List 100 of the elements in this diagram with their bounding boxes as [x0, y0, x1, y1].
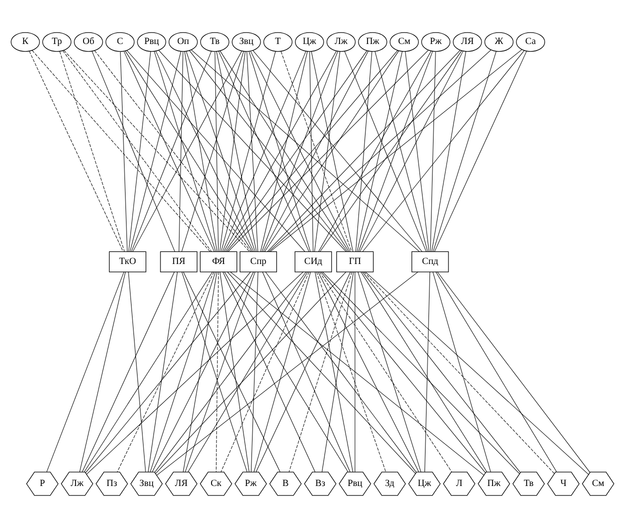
node-ellipse: Рж — [421, 32, 450, 52]
connector — [263, 50, 368, 252]
connector — [226, 50, 398, 252]
connector — [189, 50, 348, 252]
connector — [182, 51, 244, 252]
connector — [374, 51, 428, 252]
connector — [318, 50, 432, 252]
connector — [186, 51, 256, 252]
connector — [178, 52, 184, 252]
connector — [155, 272, 346, 474]
connector — [436, 272, 557, 472]
connector — [320, 50, 462, 252]
connector — [126, 50, 306, 252]
node-box: ПЯ — [160, 251, 198, 272]
connector — [230, 272, 484, 476]
node-ellipse: Т — [263, 32, 292, 52]
node-ellipse: Са — [516, 32, 546, 52]
connector — [309, 52, 314, 252]
connector — [216, 51, 257, 252]
connector — [424, 272, 430, 472]
node-ellipse: См — [390, 32, 419, 52]
connector — [311, 51, 354, 252]
node-ellipse: К — [10, 32, 40, 52]
connector — [360, 272, 488, 472]
connector — [120, 52, 128, 252]
connector — [32, 50, 210, 252]
node-ellipse: Лж — [326, 32, 356, 52]
connector — [130, 51, 182, 252]
connector — [64, 50, 250, 252]
connector — [362, 50, 524, 252]
connector — [434, 50, 527, 252]
connector — [220, 272, 250, 472]
node-box: СИд — [294, 251, 332, 272]
connector — [260, 51, 308, 252]
connector — [344, 50, 427, 252]
connector — [156, 50, 254, 252]
node-box: Спд — [412, 251, 449, 272]
connector — [214, 52, 219, 252]
connector — [128, 272, 146, 472]
node-ellipse: Цж — [294, 32, 324, 52]
connector — [248, 51, 311, 252]
connector — [432, 272, 491, 472]
connector — [432, 51, 466, 252]
connector — [430, 52, 436, 252]
connector — [117, 272, 214, 472]
connector — [152, 272, 254, 472]
connector — [220, 51, 246, 252]
connector — [319, 272, 452, 472]
node-box: ГП — [336, 251, 374, 272]
connector — [316, 272, 386, 472]
node-ellipse: Об — [74, 32, 103, 52]
connector — [356, 51, 402, 252]
connector — [250, 272, 258, 472]
connector — [85, 272, 251, 473]
connector — [86, 272, 304, 474]
connector — [92, 50, 176, 252]
node-ellipse: Рвц — [137, 32, 166, 52]
node-ellipse: Звц — [232, 32, 261, 52]
node-ellipse: Тр — [42, 32, 72, 52]
connector — [322, 272, 354, 472]
connector — [228, 50, 429, 252]
connector — [252, 50, 422, 252]
connector — [262, 51, 338, 252]
connector — [62, 50, 212, 252]
connector — [322, 272, 520, 474]
connector — [314, 272, 354, 472]
node-box: ФЯ — [200, 251, 238, 272]
node-ellipse: ЛЯ — [452, 32, 482, 52]
connector — [225, 50, 368, 252]
connector — [94, 50, 252, 252]
node-ellipse: С — [106, 32, 135, 52]
connector — [264, 50, 399, 252]
connector — [265, 272, 416, 472]
connector — [154, 51, 216, 252]
connector — [148, 272, 178, 472]
connector — [354, 272, 356, 472]
connector — [405, 51, 430, 252]
connector — [227, 272, 416, 474]
connector — [128, 51, 151, 252]
node-box: ТкО — [108, 251, 146, 272]
connector — [158, 50, 346, 252]
connector — [59, 51, 125, 252]
connector — [358, 272, 422, 472]
connector — [365, 272, 589, 475]
connector — [254, 272, 311, 472]
connector — [364, 272, 554, 474]
node-ellipse: Пж — [358, 32, 388, 52]
connector — [79, 272, 126, 472]
node-ellipse: Оп — [168, 32, 198, 52]
connector — [288, 272, 352, 472]
connector — [29, 50, 124, 252]
connector — [224, 272, 348, 472]
connector — [182, 272, 218, 472]
connector — [360, 50, 464, 252]
connector — [356, 51, 372, 252]
connector — [280, 51, 352, 252]
connector — [156, 272, 418, 476]
node-ellipse: Тв — [200, 32, 230, 52]
connector — [318, 272, 420, 472]
connector — [191, 50, 420, 252]
